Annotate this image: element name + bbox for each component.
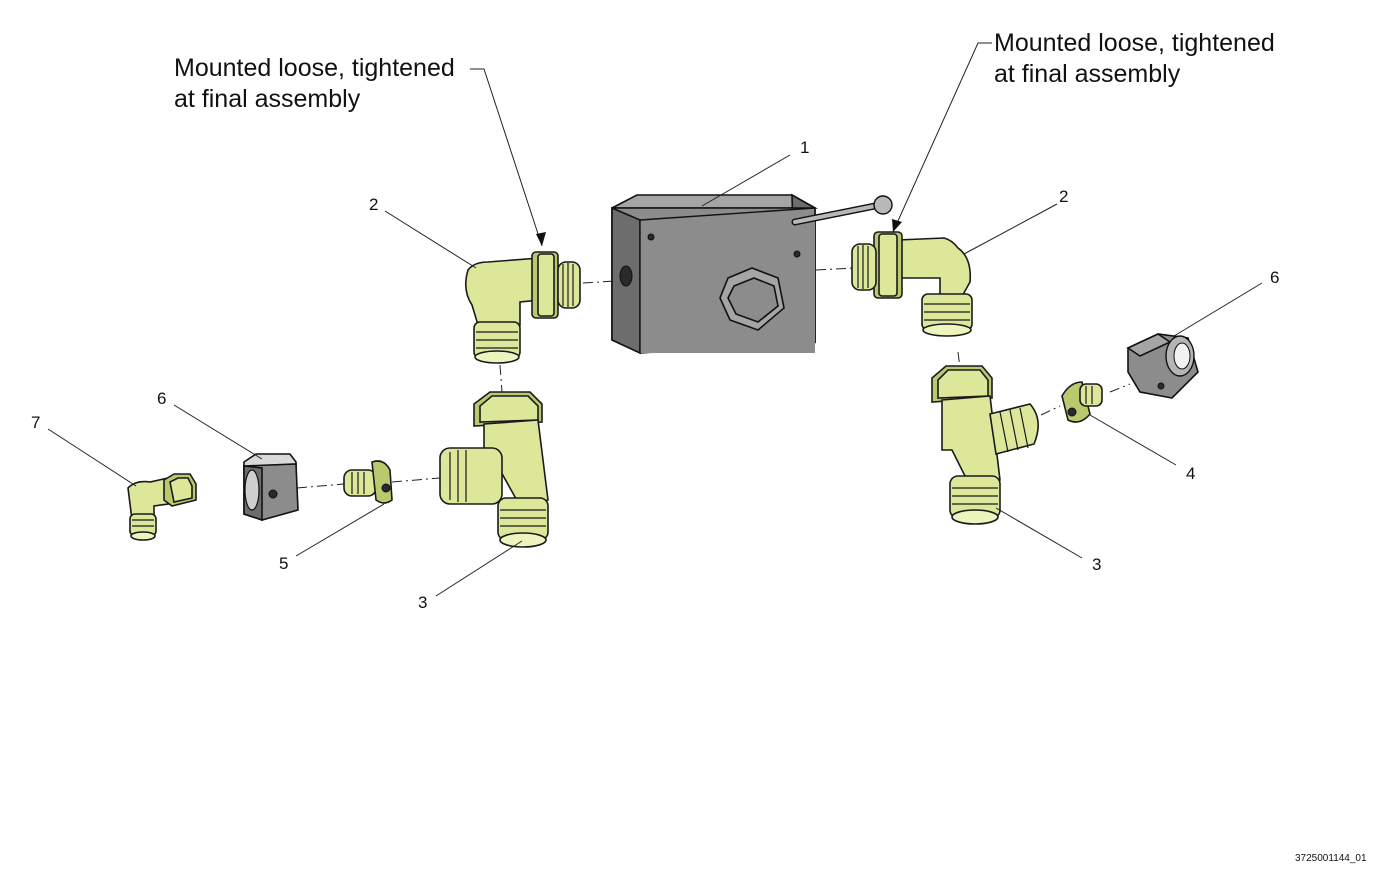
callout-nut-right: 6 [1270,268,1280,287]
nut-left [243,453,299,522]
callout-elbow-left: 2 [369,195,379,214]
leader-lines [47,42,1263,597]
assembly-note-right: Mounted loose, tightened at final assemb… [994,28,1275,90]
callout-tee-left: 3 [418,593,428,612]
plug-left [343,460,393,504]
callout-plug-right: 4 [1186,464,1196,483]
assembly-note-left-line-2: at final assembly [174,85,361,113]
tee-fitting-left [439,391,549,548]
assembly-note-right-line-1: Mounted loose, tightened [994,29,1275,57]
elbow-fitting-left [464,251,581,364]
assembly-note-left: Mounted loose, tightened at final assemb… [174,53,455,115]
callout-nut-left: 6 [157,389,167,408]
assembly-note-right-line-2: at final assembly [994,60,1181,88]
nut-right [1126,333,1199,399]
assembly-note-left-line-1: Mounted loose, tightened [174,54,455,82]
document-id: 3725001144_01 [1295,853,1367,864]
callout-valve: 1 [800,138,810,157]
plug-right [1061,381,1103,423]
elbow-small [127,473,197,541]
callout-plug-left: 5 [279,554,289,573]
elbow-fitting-right [851,231,973,337]
assembly-axis-lines [296,267,1131,489]
tee-fitting-right [931,365,1039,525]
callout-tee-right: 3 [1092,555,1102,574]
valve-block [611,193,893,355]
callout-elbow-right: 2 [1059,187,1069,206]
callout-elbow-small: 7 [31,413,41,432]
